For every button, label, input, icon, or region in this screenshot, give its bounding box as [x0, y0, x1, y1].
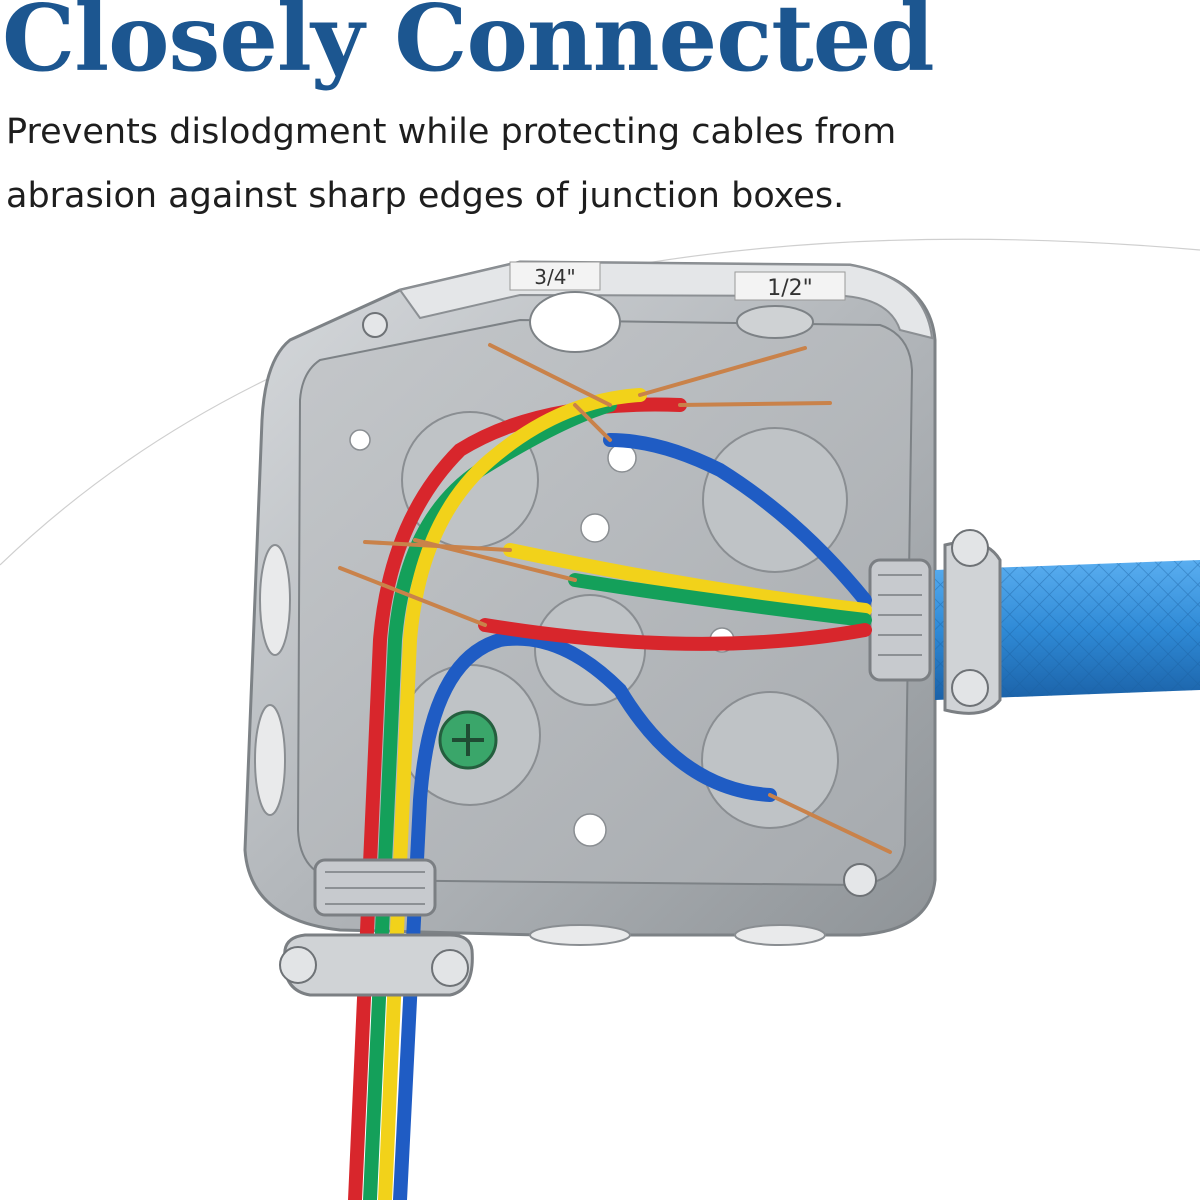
subtitle: Prevents dislodgment while protecting ca… [6, 100, 1006, 228]
headline: Closely Connected [2, 0, 935, 92]
subtitle-line-1: Prevents dislodgment while protecting ca… [6, 112, 897, 152]
corner-screws [362, 312, 877, 897]
bottom-connector [279, 858, 474, 997]
box-size-labels [509, 261, 846, 301]
right-connector [868, 529, 1002, 715]
wires [338, 343, 892, 1200]
subtitle-line-2: abrasion against sharp edges of junction… [6, 176, 845, 216]
